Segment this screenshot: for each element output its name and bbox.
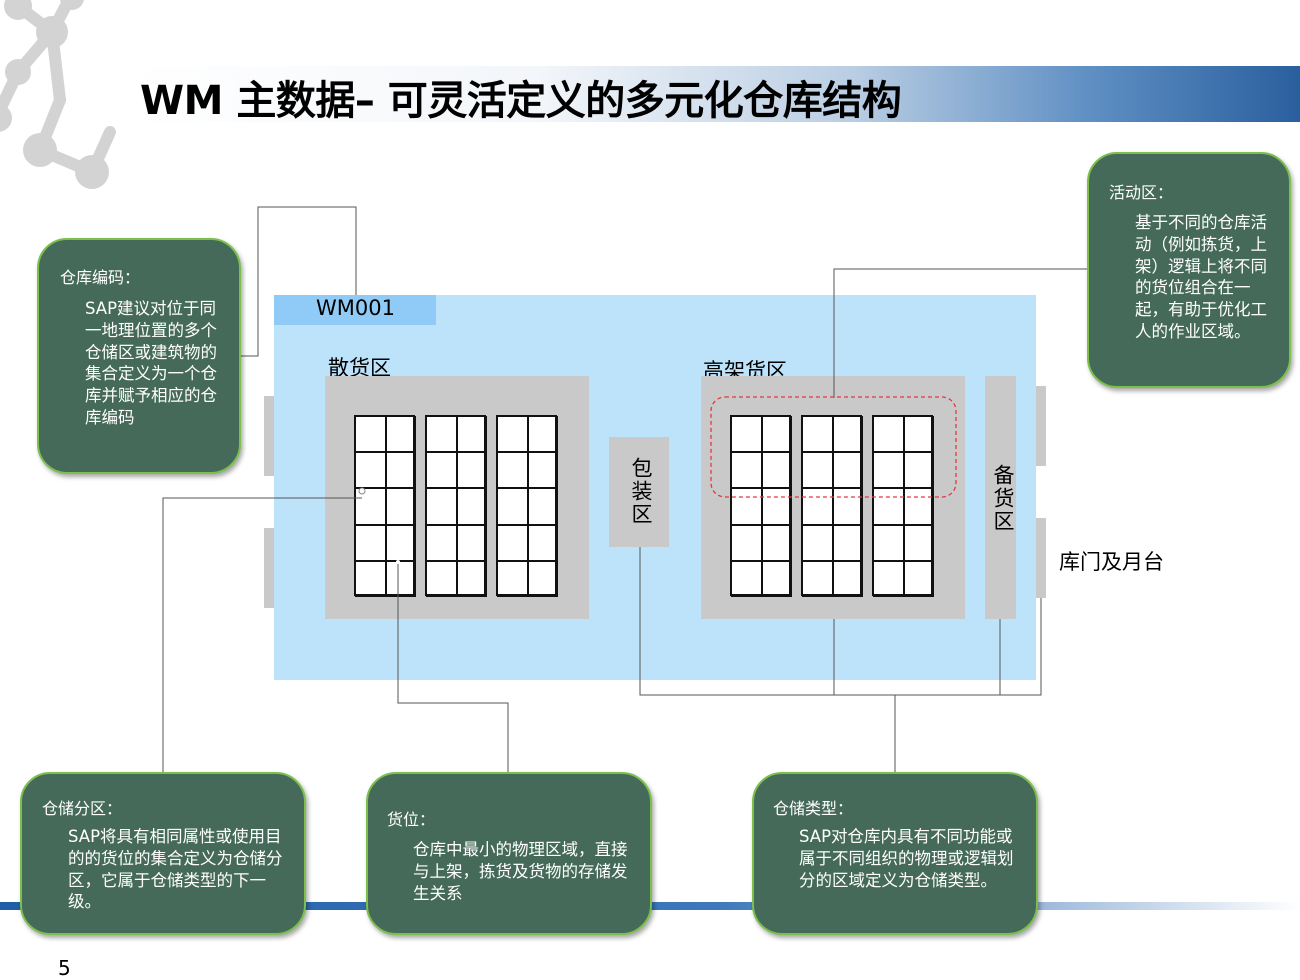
storage-bin-cell — [802, 416, 833, 453]
door-right-2 — [1036, 518, 1046, 598]
page-number: 5 — [58, 956, 71, 980]
storage-bin-cell — [497, 452, 528, 489]
storage-bin-cell — [497, 560, 528, 597]
storage-bin-cell — [802, 452, 833, 489]
storage-bin-cell — [873, 488, 904, 525]
callout-storage-type-title: 仓储类型： — [773, 799, 854, 818]
storage-bin-cell — [456, 452, 487, 489]
storage-bin-cell — [761, 416, 792, 453]
storage-bin-cell — [903, 452, 934, 489]
storage-bin-cell — [527, 488, 558, 525]
storage-bin-cell — [385, 452, 416, 489]
callout-storage-section: 仓储分区： SAP将具有相同属性或使用目的的货位的集合定义为仓储分区，它属于仓储… — [20, 772, 306, 935]
storage-bin-cell — [355, 560, 386, 597]
storage-bin-cell — [873, 416, 904, 453]
callout-warehouse-code-title: 仓库编码： — [60, 268, 141, 287]
storage-bin-cell — [802, 488, 833, 525]
storage-bin-cell — [355, 488, 386, 525]
storage-bin-cell — [832, 416, 863, 453]
callout-storage-section-title: 仓储分区： — [42, 799, 123, 818]
storage-bin-cell — [527, 452, 558, 489]
storage-bin-cell — [385, 524, 416, 561]
storage-bin-cell — [832, 560, 863, 597]
storage-bin-cell — [426, 524, 457, 561]
storage-bin-cell — [731, 416, 762, 453]
storage-bin-cell — [527, 524, 558, 561]
callout-storage-section-body: SAP将具有相同属性或使用目的的货位的集合定义为仓储分区，它属于仓储类型的下一级… — [68, 827, 283, 912]
activity-area-outline — [710, 396, 957, 498]
storage-bin-cell — [832, 524, 863, 561]
doors-label: 库门及月台 — [1059, 550, 1164, 574]
storage-bin-cell — [527, 416, 558, 453]
storage-bin-cell — [355, 416, 386, 453]
storage-bin-cell — [731, 560, 762, 597]
storage-bin-cell — [385, 560, 416, 597]
storage-bin-cell — [761, 524, 792, 561]
bulk-rack — [496, 415, 558, 597]
storage-bin-cell — [426, 560, 457, 597]
title-banner — [130, 66, 1300, 122]
storage-bin-cell — [873, 560, 904, 597]
staging-zone: 备货区 — [985, 376, 1016, 619]
storage-bin-cell — [385, 488, 416, 525]
storage-bin-cell — [497, 488, 528, 525]
storage-bin-cell — [497, 524, 528, 561]
high-rack — [801, 415, 863, 597]
storage-bin-cell — [761, 452, 792, 489]
storage-bin-cell — [456, 524, 487, 561]
callout-activity-area-body: 基于不同的仓库活动（例如拣货，上架）逻辑上将不同的货位组合在一起，有助于优化工人… — [1135, 213, 1267, 341]
high-rack — [872, 415, 934, 597]
door-left-1 — [264, 396, 274, 476]
storage-bin-cell — [903, 560, 934, 597]
storage-bin-cell — [527, 560, 558, 597]
storage-bin-cell — [355, 452, 386, 489]
storage-bin-cell — [873, 452, 904, 489]
bulk-rack — [354, 415, 416, 597]
callout-storage-type-body: SAP对仓库内具有不同功能或属于不同组织的物理或逻辑划分的区域定义为仓储类型。 — [799, 827, 1014, 890]
storage-bin-cell — [456, 560, 487, 597]
storage-bin-cell — [385, 416, 416, 453]
warehouse-code-label: WM001 — [274, 295, 436, 325]
molecule-decoration — [0, 0, 116, 189]
callout-activity-area-title: 活动区： — [1109, 183, 1174, 202]
callout-warehouse-code-body: SAP建议对位于同一地理位置的多个仓储区或建筑物的集合定义为一个仓库并赋予相应的… — [85, 299, 217, 427]
storage-bin-cell — [903, 488, 934, 525]
storage-bin-cell — [355, 524, 386, 561]
storage-bin-cell — [456, 488, 487, 525]
storage-bin-cell — [903, 416, 934, 453]
callout-storage-bin: 货位： 仓库中最小的物理区域，直接与上架，拣货及货物的存储发生关系 — [366, 772, 652, 935]
staging-zone-label: 备货区 — [991, 464, 1015, 533]
storage-bin-cell — [456, 416, 487, 453]
storage-bin-cell — [873, 524, 904, 561]
storage-bin-cell — [802, 524, 833, 561]
callout-storage-bin-body: 仓库中最小的物理区域，直接与上架，拣货及货物的存储发生关系 — [413, 840, 628, 903]
storage-bin-cell — [497, 416, 528, 453]
storage-bin-cell — [802, 560, 833, 597]
door-left-2 — [264, 528, 274, 608]
callout-warehouse-code: 仓库编码： SAP建议对位于同一地理位置的多个仓储区或建筑物的集合定义为一个仓库… — [37, 238, 241, 474]
storage-bin-cell — [731, 488, 762, 525]
callout-activity-area: 活动区： 基于不同的仓库活动（例如拣货，上架）逻辑上将不同的货位组合在一起，有助… — [1087, 152, 1291, 388]
storage-bin-cell — [903, 524, 934, 561]
packing-zone: 包装区 — [609, 437, 669, 547]
storage-bin-cell — [832, 488, 863, 525]
storage-bin-cell — [731, 524, 762, 561]
packing-zone-label: 包装区 — [629, 457, 653, 526]
storage-bin-cell — [426, 416, 457, 453]
storage-bin-cell — [426, 452, 457, 489]
warehouse-code-text: WM001 — [316, 296, 395, 320]
high-rack — [730, 415, 792, 597]
storage-bin-cell — [761, 488, 792, 525]
storage-bin-cell — [761, 560, 792, 597]
page-title: WM 主数据– 可灵活定义的多元化仓库结构 — [140, 78, 902, 124]
bulk-rack — [425, 415, 487, 597]
callout-storage-bin-title: 货位： — [387, 810, 436, 829]
storage-bin-cell — [731, 452, 762, 489]
callout-storage-type: 仓储类型： SAP对仓库内具有不同功能或属于不同组织的物理或逻辑划分的区域定义为… — [752, 772, 1038, 935]
storage-bin-cell — [832, 452, 863, 489]
door-right-1 — [1036, 386, 1046, 466]
storage-bin-cell — [426, 488, 457, 525]
